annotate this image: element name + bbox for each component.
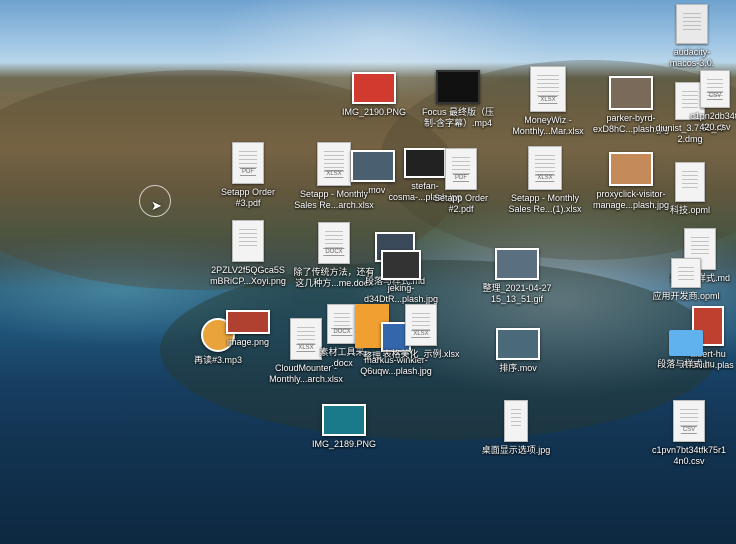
- image-file-icon: [504, 400, 528, 442]
- image-file-icon: [322, 404, 366, 436]
- desktop-icon-duanluo-folder[interactable]: 段落与样式.hu: [650, 330, 722, 370]
- desktop-icon-biaoge-xlsx[interactable]: XLSX 表格美化_示例.xlsx: [376, 304, 466, 360]
- desktop-icon-csv-bottom[interactable]: CSV c1pvn7bt34tfk75r1 4n0.csv: [642, 400, 736, 467]
- desktop-icon-setapp-monthly-a[interactable]: XLSX Setapp - Monthly Sales Re...arch.xl…: [288, 142, 380, 211]
- video-file-icon: [351, 150, 395, 182]
- desktop-icon-cloudmounter[interactable]: XLSX CloudMounter - Monthly...arch.xlsx: [264, 318, 348, 385]
- wallpaper-shore: [160, 260, 720, 440]
- disk-image-icon: [676, 4, 708, 44]
- docx-file-icon: DOCX: [327, 304, 357, 344]
- desktop-icon-setapp-order-3[interactable]: PDF Setapp Order #3.pdf: [208, 142, 288, 209]
- cursor-highlight-ring: [139, 185, 171, 217]
- opml-file-icon: [671, 258, 701, 288]
- spreadsheet-file-icon: XLSX: [290, 318, 322, 360]
- desktop-icon-opml-keji[interactable]: 科技.opml: [660, 162, 720, 216]
- image-file-icon: [609, 76, 653, 110]
- desktop-icon-image-png[interactable]: image.png: [222, 310, 274, 348]
- spreadsheet-file-icon: XLSX: [317, 142, 351, 186]
- desktop-icon-focus-video[interactable]: Focus 最终版（压 制-含字幕）.mp4: [412, 70, 504, 129]
- desktop-icon-csv-top[interactable]: CSV c1pn2db34tf 420.csv: [690, 70, 736, 133]
- desktop-icon-audacity[interactable]: audacity- macos-3.0.: [662, 4, 722, 69]
- folder-icon: [669, 330, 703, 356]
- desktop-icon-setapp-monthly-b[interactable]: XLSX Setapp - Monthly Sales Re...(1).xls…: [500, 146, 590, 215]
- desktop-icon-gif[interactable]: 整理_2021-04-27 15_13_51.gif: [472, 248, 562, 305]
- desktop-icon-mov-a[interactable]: ...mov: [350, 150, 396, 196]
- desktop-icon-chuqu-docx[interactable]: DOCX 除了传统方法，还有 这几种方...me.docx: [286, 222, 382, 289]
- desktop-icon-moneywiz[interactable]: XLSX MoneyWiz - Monthly...Mar.xlsx: [502, 66, 594, 137]
- desktop-icon-paixu-mov[interactable]: 排序.mov: [488, 328, 548, 374]
- csv-file-icon: CSV: [673, 400, 705, 442]
- desktop-icon-zhuomian-jpg[interactable]: 桌面显示选项.jpg: [470, 400, 562, 456]
- image-file-icon: [226, 310, 270, 334]
- image-file-icon: [609, 152, 653, 186]
- spreadsheet-file-icon: XLSX: [530, 66, 566, 112]
- csv-file-icon: CSV: [700, 70, 730, 108]
- image-file-icon: [381, 250, 421, 280]
- video-file-icon: [436, 70, 480, 104]
- pdf-file-icon: PDF: [232, 142, 264, 184]
- spreadsheet-file-icon: XLSX: [405, 304, 437, 346]
- desktop-icon-pzlv[interactable]: 2PZLV2f5QGca5S mBRiCP...Xoyi.png: [204, 220, 292, 287]
- image-file-icon: [495, 248, 539, 280]
- docx-file-icon: DOCX: [318, 222, 350, 264]
- pdf-file-icon: PDF: [445, 148, 477, 190]
- spreadsheet-file-icon: XLSX: [528, 146, 562, 190]
- desktop-icon-proxyclick[interactable]: proxyclick-visitor- manage...plash.jpg: [584, 152, 678, 211]
- desktop-icon-stefan[interactable]: stefan- cosma-...plash.jpg: [388, 148, 462, 203]
- desktop-icon-jeking[interactable]: jeking- d34DtR...plash.jpg: [364, 250, 438, 305]
- desktop-icon-setapp-order-2[interactable]: PDF Setapp Order #2.pdf: [426, 148, 496, 215]
- desktop-icon-parker[interactable]: parker-byrd- exD8hC...plash.jpg: [586, 76, 676, 135]
- mouse-pointer-icon: ➤: [151, 198, 162, 213]
- opml-file-icon: [675, 162, 705, 202]
- desktop-icon-sucai-docx[interactable]: DOCX 素材工具来 .docx: [312, 304, 372, 369]
- desktop-icon-img2189[interactable]: IMG_2189.PNG: [304, 404, 384, 450]
- image-file-icon: [352, 72, 396, 104]
- video-file-icon: [496, 328, 540, 360]
- desktop-icon-img2190[interactable]: IMG_2190.PNG: [334, 72, 414, 118]
- image-file-icon: [232, 220, 264, 262]
- desktop-icon-yingyong-opml[interactable]: 应用开发商.opml: [646, 258, 726, 302]
